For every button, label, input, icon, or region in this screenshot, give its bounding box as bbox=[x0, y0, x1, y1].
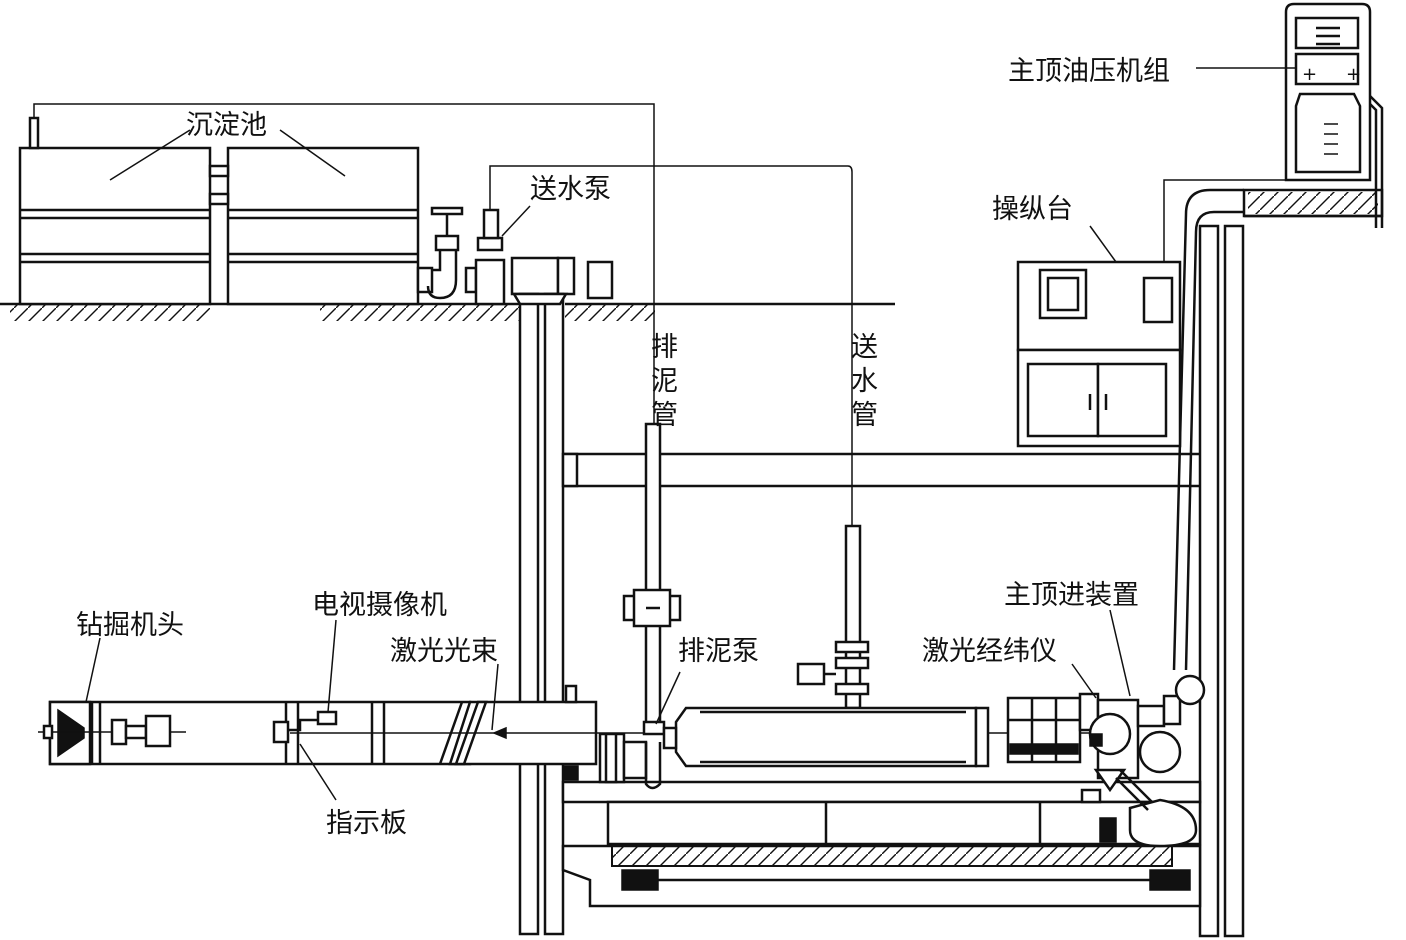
label-mud-pump: 排泥泵 bbox=[678, 636, 759, 667]
jacking-pipe bbox=[662, 706, 990, 768]
label-tv-camera: 电视摄像机 bbox=[312, 590, 447, 621]
control-console bbox=[1016, 225, 1182, 448]
label-laser-theodolite: 激光经纬仪 bbox=[922, 636, 1057, 667]
label-sedimentation-tank: 沉淀池 bbox=[186, 110, 267, 141]
sedimentation-tanks bbox=[18, 116, 420, 306]
label-main-jacking-device: 主顶进装置 bbox=[1004, 580, 1139, 611]
svg-text:+: + bbox=[1346, 64, 1361, 85]
water-pipe-vertical bbox=[796, 524, 870, 710]
label-laser-beam: 激光光束 bbox=[390, 636, 498, 667]
labels: 沉淀池 送水泵 主顶油压机组 操纵台 排泥管 送水管 钻掘机头 电视摄像机 激光… bbox=[76, 56, 1170, 839]
mud-pipe-vertical bbox=[622, 422, 682, 726]
mud-pump bbox=[598, 671, 681, 790]
tunnel-pipe-string bbox=[38, 684, 1110, 781]
leader-lines bbox=[85, 619, 499, 801]
label-main-jack-hydraulic-unit: 主顶油压机组 bbox=[1008, 56, 1170, 87]
ground-surface bbox=[0, 302, 895, 321]
label-mud-pipe: 排泥管 bbox=[651, 332, 678, 431]
label-indicator-board: 指示板 bbox=[326, 808, 407, 839]
water-pump-assembly bbox=[416, 165, 853, 526]
main-jacking-device bbox=[1006, 609, 1206, 848]
launch-shaft bbox=[511, 224, 1245, 938]
label-control-console: 操纵台 bbox=[992, 194, 1073, 225]
mud-pipe-line bbox=[33, 103, 655, 424]
label-water-pipe: 送水管 bbox=[851, 332, 878, 431]
label-drill-head: 钻掘机头 bbox=[76, 610, 184, 641]
label-water-pump: 送水泵 bbox=[530, 174, 611, 205]
svg-text:+: + bbox=[1302, 64, 1317, 85]
main-jack-hydraulic-unit: + + bbox=[1163, 2, 1384, 671]
